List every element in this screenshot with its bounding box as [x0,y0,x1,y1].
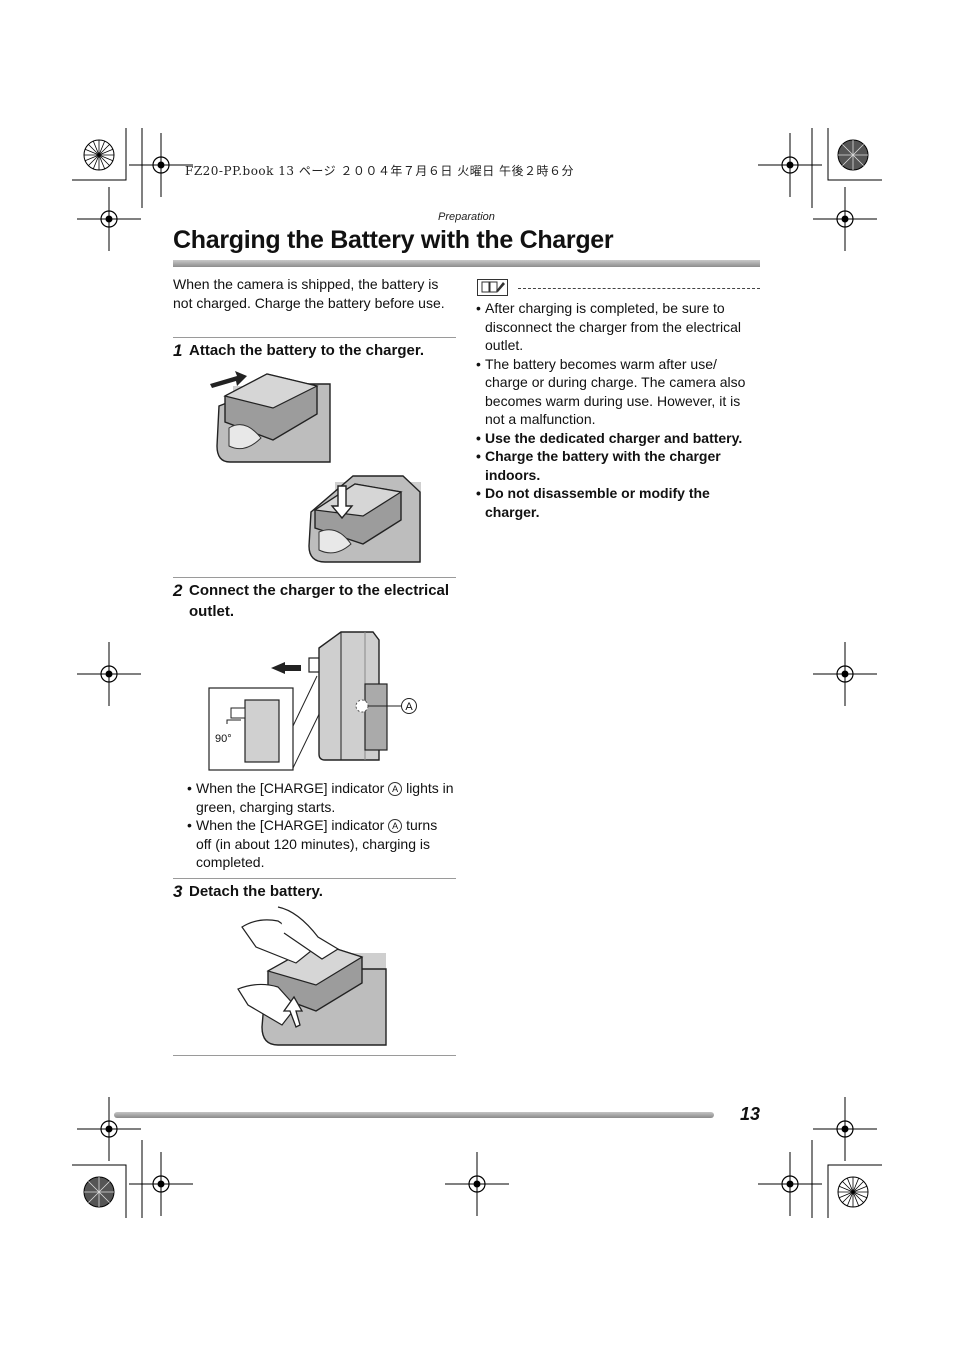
note-item: •Do not disassemble or modify the charge… [476,485,710,520]
step-2-heading: 2 Connect the charger to the electrical … [173,580,458,622]
note-item: •The battery becomes warm after use/ cha… [476,355,746,428]
memo-icon [477,279,508,296]
arrow-icon [271,662,301,674]
notes-list: •After charging is completed, be sure to… [476,299,762,521]
note-item: •Charge the battery with the charger ind… [476,448,721,483]
intro-text: When the camera is shipped, the battery … [173,276,445,311]
step-3-heading: 3 Detach the battery. [173,881,458,902]
note-item: •Use the dedicated charger and battery. [476,429,743,446]
step-text: Detach the battery. [189,883,323,900]
print-header: FZ20-PP.book 13 ページ ２００４年７月６日 火曜日 午後２時６分 [185,164,575,178]
page-number: 13 [740,1104,761,1124]
page-title: Charging the Battery with the Charger [173,226,614,254]
step-number: 2 [173,581,183,600]
title-underline [173,260,760,267]
step-number: 3 [173,882,183,901]
battery-attach-illustration-1 [210,371,331,463]
list-item: •When the [CHARGE] indicator A turns off… [187,817,438,870]
step-text: Connect the charger to the electrical ou… [189,582,450,620]
divider [173,577,456,578]
divider [173,878,456,879]
divider [173,1055,456,1056]
list-item: •When the [CHARGE] indicator A lights in… [187,780,454,815]
arrow-icon [330,485,354,520]
battery-attach-illustration-2 [308,475,421,563]
indicator-marker: A [388,782,403,796]
indicator-marker: A [388,819,403,833]
angle-label: 90° [215,733,232,745]
step-1-heading: 1 Attach the battery to the charger. [173,340,458,361]
battery-detach-illustration [237,906,387,1046]
callout-label: A [405,701,413,713]
section-label: Preparation [438,211,495,223]
divider [173,337,456,338]
step-2-bullets: •When the [CHARGE] indicator A lights in… [187,779,455,872]
arrow-icon [282,995,304,1028]
note-item: •After charging is completed, be sure to… [476,300,742,353]
arrow-icon [210,371,247,388]
charger-outlet-illustration: 90° A [208,631,417,771]
step-text: Attach the battery to the charger. [189,342,425,359]
step-number: 1 [173,341,183,360]
footer-bar [114,1112,714,1118]
notes-separator [518,288,760,289]
